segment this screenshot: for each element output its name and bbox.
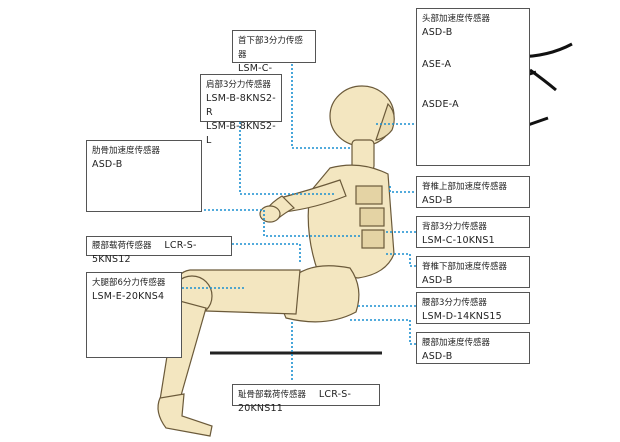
label-title: 首下部3分力传感器 — [238, 36, 303, 60]
label-title: 肋骨加速度传感器 — [92, 146, 161, 156]
label-model: LSM-B-8KNS2-L — [206, 121, 276, 146]
label-lumbar-force-sensor: 腰部3分力传感器 LSM-D-14KNS15 — [416, 292, 530, 324]
leader-upper-spine — [389, 184, 414, 193]
label-model: LSM-C-10KNS1 — [422, 235, 495, 246]
label-model: LSM-E-20KNS4 — [92, 291, 165, 302]
label-upper-spine-accel-sensor: 脊椎上部加速度传感器 ASD-B — [416, 176, 530, 208]
label-title: 脊椎上部加速度传感器 — [422, 182, 508, 192]
leader-pelvis — [350, 319, 416, 345]
label-model: ASD-B — [422, 275, 453, 286]
label-title: 脊椎下部加速度传感器 — [422, 262, 508, 272]
label-model: ASD-B — [422, 195, 453, 206]
label-shoulder-force-sensor: 肩部3分力传感器 LSM-B-8KNS2-R LSM-B-8KNS2-L — [200, 74, 282, 146]
label-title: 背部3分力传感器 — [422, 222, 487, 232]
label-model: ASD-B — [422, 27, 453, 38]
label-back-force-sensor: 背部3分力传感器 LSM-C-10KNS1 — [416, 216, 530, 248]
label-model: LSM-B-8KNS2-R — [206, 93, 276, 118]
label-model: LSM-D-14KNS15 — [422, 311, 502, 322]
label-model: LCR-S-20KNS11 — [238, 389, 352, 414]
label-model: ASD-B — [422, 351, 453, 362]
spine-block-mid — [359, 207, 385, 227]
spine-block-low — [361, 229, 385, 249]
leader-lines — [180, 64, 418, 380]
label-head-accel-sensor: 头部加速度传感器 ASD-B ASE-A ASDE-A — [416, 8, 530, 166]
label-femur-force-sensor: 大腿部6分力传感器 LSM-E-20KNS4 — [86, 272, 182, 358]
leader-lumbar-load — [232, 243, 301, 262]
label-title: 腰部加速度传感器 — [422, 338, 491, 348]
leader-shoulder — [239, 122, 336, 195]
spine-block-upper — [355, 185, 383, 205]
label-title: 肩部3分力传感器 — [206, 80, 271, 90]
leader-rib — [180, 209, 360, 237]
label-pubic-load-sensor: 耻骨部载荷传感器 LCR-S-20KNS11 — [232, 384, 380, 414]
label-neck-force-sensor: 首下部3分力传感器 LSM-C-14KNS6 — [232, 30, 316, 88]
label-model: ASDE-A — [422, 99, 459, 110]
label-title: 头部加速度传感器 — [422, 14, 491, 24]
leader-lower-spine — [384, 253, 416, 267]
label-model: LCR-S-5KNS12 — [92, 240, 197, 265]
dummy-hand — [259, 205, 281, 223]
label-rib-accel-sensor: 肋骨加速度传感器 ASD-B — [86, 140, 202, 212]
dummy-face — [375, 102, 395, 141]
dummy-foot — [157, 393, 213, 437]
label-title: 耻骨部载荷传感器 — [238, 390, 307, 400]
label-pelvis-accel-sensor: 腰部加速度传感器 ASD-B — [416, 332, 530, 364]
label-model: ASD-B — [92, 159, 123, 170]
leader-neck — [291, 64, 352, 149]
label-title: 腰部3分力传感器 — [422, 298, 487, 308]
label-model: ASE-A — [422, 59, 452, 70]
label-lumbar-load-sensor: 腰部载荷传感器 LCR-S-5KNS12 — [86, 236, 232, 265]
label-lower-spine-accel-sensor: 脊椎下部加速度传感器 ASD-B — [416, 256, 530, 288]
label-title: 腰部载荷传感器 — [92, 241, 152, 251]
label-title: 大腿部6分力传感器 — [92, 278, 166, 288]
